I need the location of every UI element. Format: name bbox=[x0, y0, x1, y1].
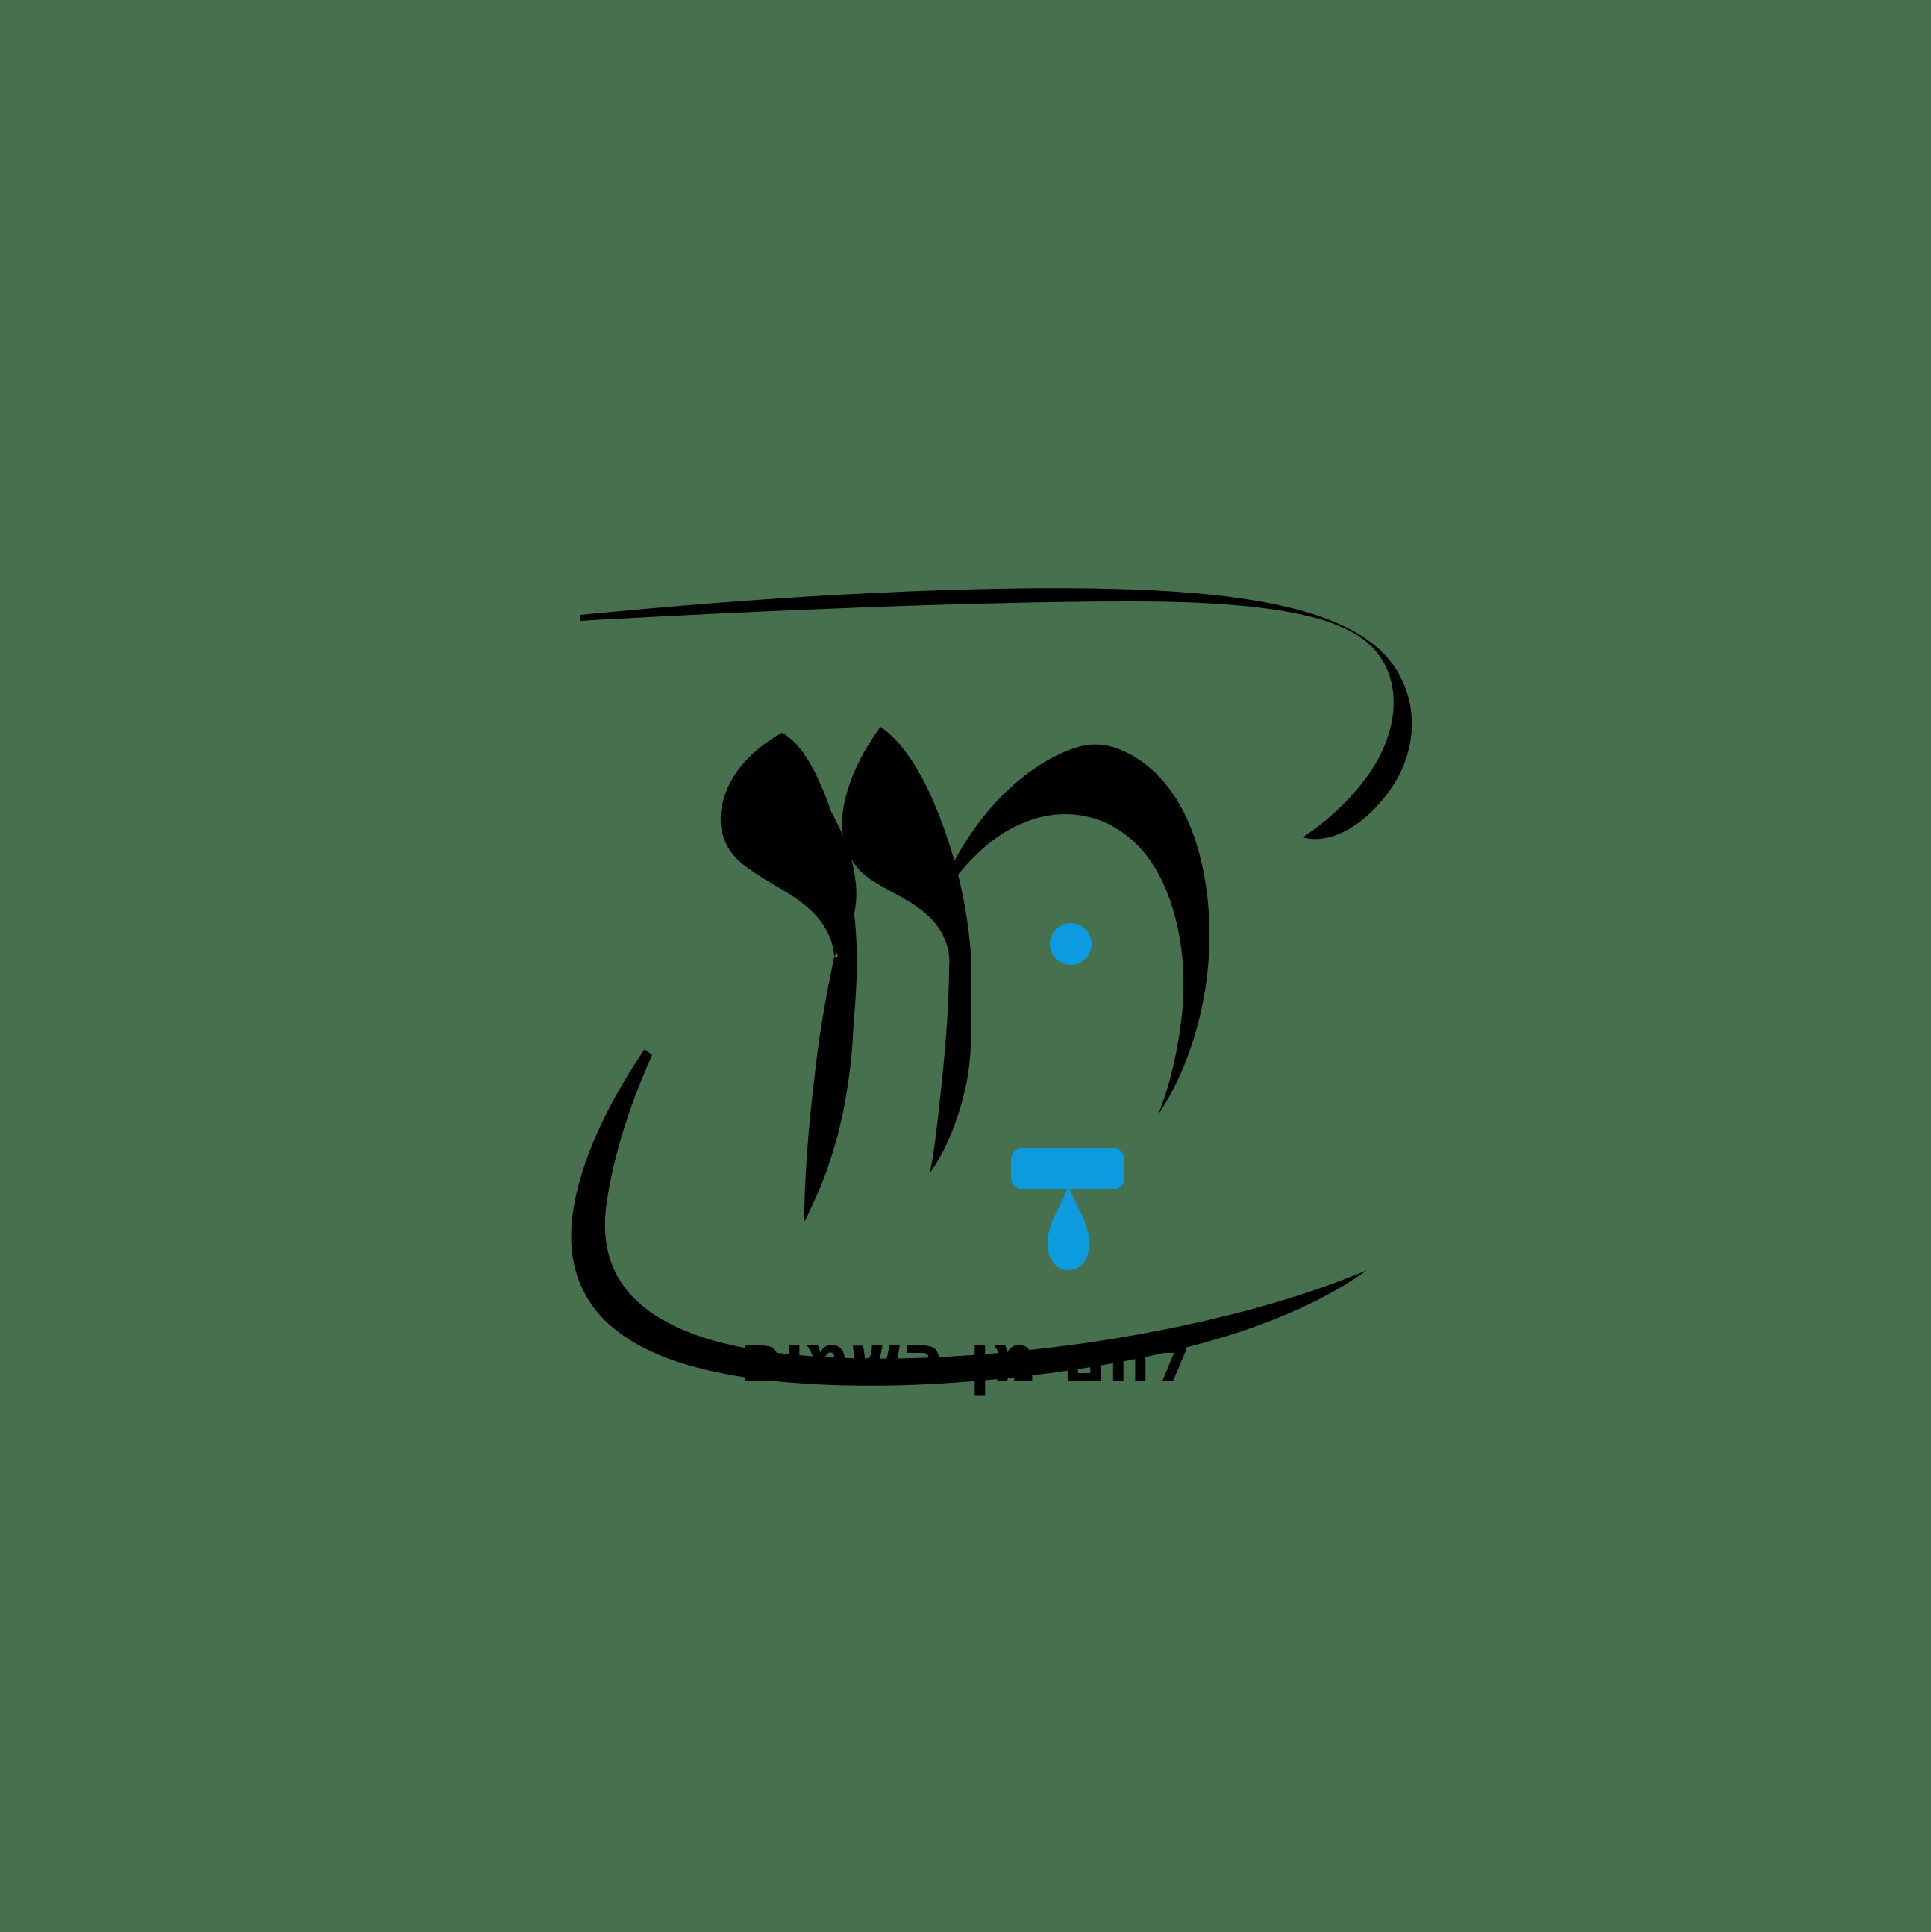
upper-swoosh-flourish bbox=[580, 588, 1412, 840]
kamatz-droplet-icon bbox=[1048, 1187, 1089, 1270]
letter-stroke-middle bbox=[842, 727, 971, 1173]
dagesh-dot-icon bbox=[1050, 923, 1092, 965]
letter-arch-right bbox=[931, 744, 1210, 1115]
lower-swoosh-flourish bbox=[571, 1049, 1368, 1386]
letter-nun-sofit bbox=[720, 733, 857, 1222]
kamatz-bar-icon bbox=[1011, 1148, 1124, 1189]
